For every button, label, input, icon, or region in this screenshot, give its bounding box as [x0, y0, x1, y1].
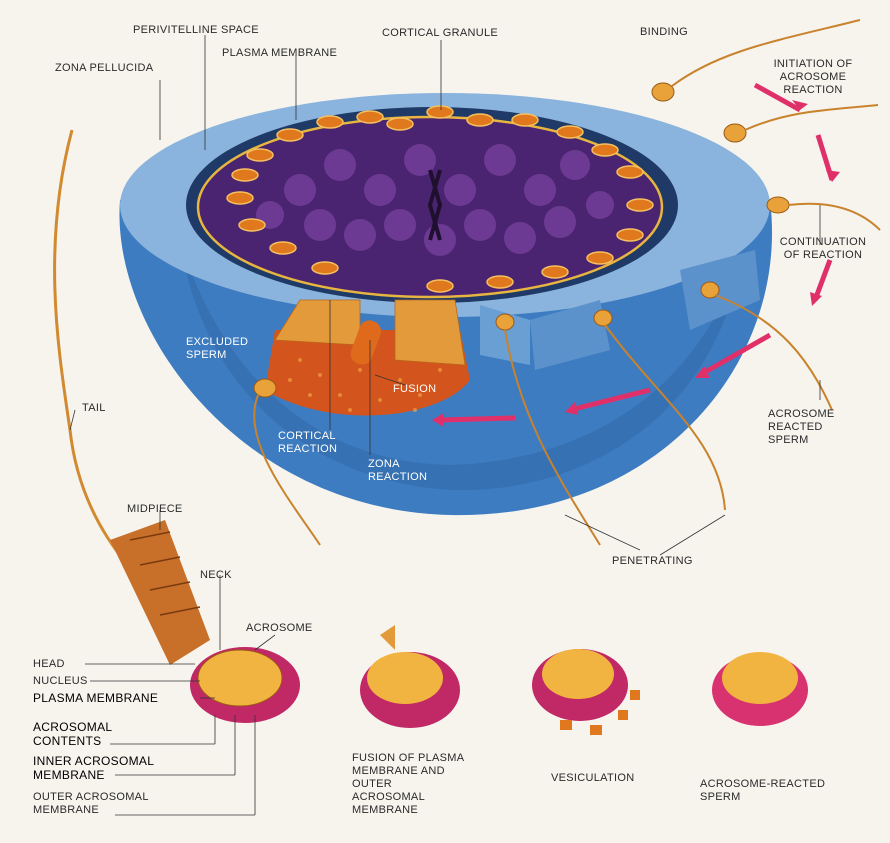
label-excluded-sperm: EXCLUDED SPERM: [186, 336, 248, 362]
label-neck: NECK: [200, 569, 232, 582]
label-cortical-granule: CORTICAL GRANULE: [382, 27, 498, 40]
label-head: HEAD: [33, 658, 65, 671]
label-acrosome: ACROSOME: [246, 622, 313, 635]
stage-sperm-acrosome-reacted: [712, 652, 808, 726]
label-vesiculation: VESICULATION: [551, 772, 634, 785]
label-continuation-of-reaction: CONTINUATION OF REACTION: [768, 236, 878, 262]
label-acrosome-reacted-sperm-bottom: ACROSOME-REACTED SPERM: [700, 778, 825, 804]
label-outer-acrosomal-membrane: OUTER ACROSOMAL MEMBRANE: [33, 791, 149, 817]
label-initiation-of-acrosome-reaction: INITIATION OF ACROSOME REACTION: [758, 58, 868, 97]
label-plasma-membrane: PLASMA MEMBRANE: [222, 47, 337, 60]
stage-sperm-fusion: [360, 625, 460, 728]
label-zona-reaction: ZONA REACTION: [368, 458, 427, 484]
stage-sperm-vesiculation: [532, 649, 640, 735]
label-fusion-of-plasma-membrane: FUSION OF PLASMA MEMBRANE AND OUTER ACRO…: [352, 752, 464, 817]
label-plasma-membrane-bottom: PLASMA MEMBRANE: [33, 691, 158, 705]
label-perivitelline-space: PERIVITELLINE SPACE: [133, 24, 259, 37]
label-inner-acrosomal-membrane: INNER ACROSOMAL MEMBRANE: [33, 754, 154, 782]
label-binding: BINDING: [640, 26, 688, 39]
zona-reaction-striped-right: [395, 300, 465, 365]
label-nucleus: NUCLEUS: [33, 675, 88, 688]
label-penetrating: PENETRATING: [612, 555, 693, 568]
label-acrosomal-contents: ACROSOMAL CONTENTS: [33, 720, 112, 748]
sperm-midpiece: [110, 520, 210, 665]
label-midpiece: MIDPIECE: [127, 503, 183, 516]
label-zona-pellucida: ZONA PELLUCIDA: [55, 62, 153, 75]
label-tail: TAIL: [82, 402, 106, 415]
label-acrosome-reacted-sperm-right: ACROSOME REACTED SPERM: [768, 408, 835, 447]
label-cortical-reaction: CORTICAL REACTION: [278, 430, 337, 456]
label-fusion: FUSION: [393, 383, 436, 396]
